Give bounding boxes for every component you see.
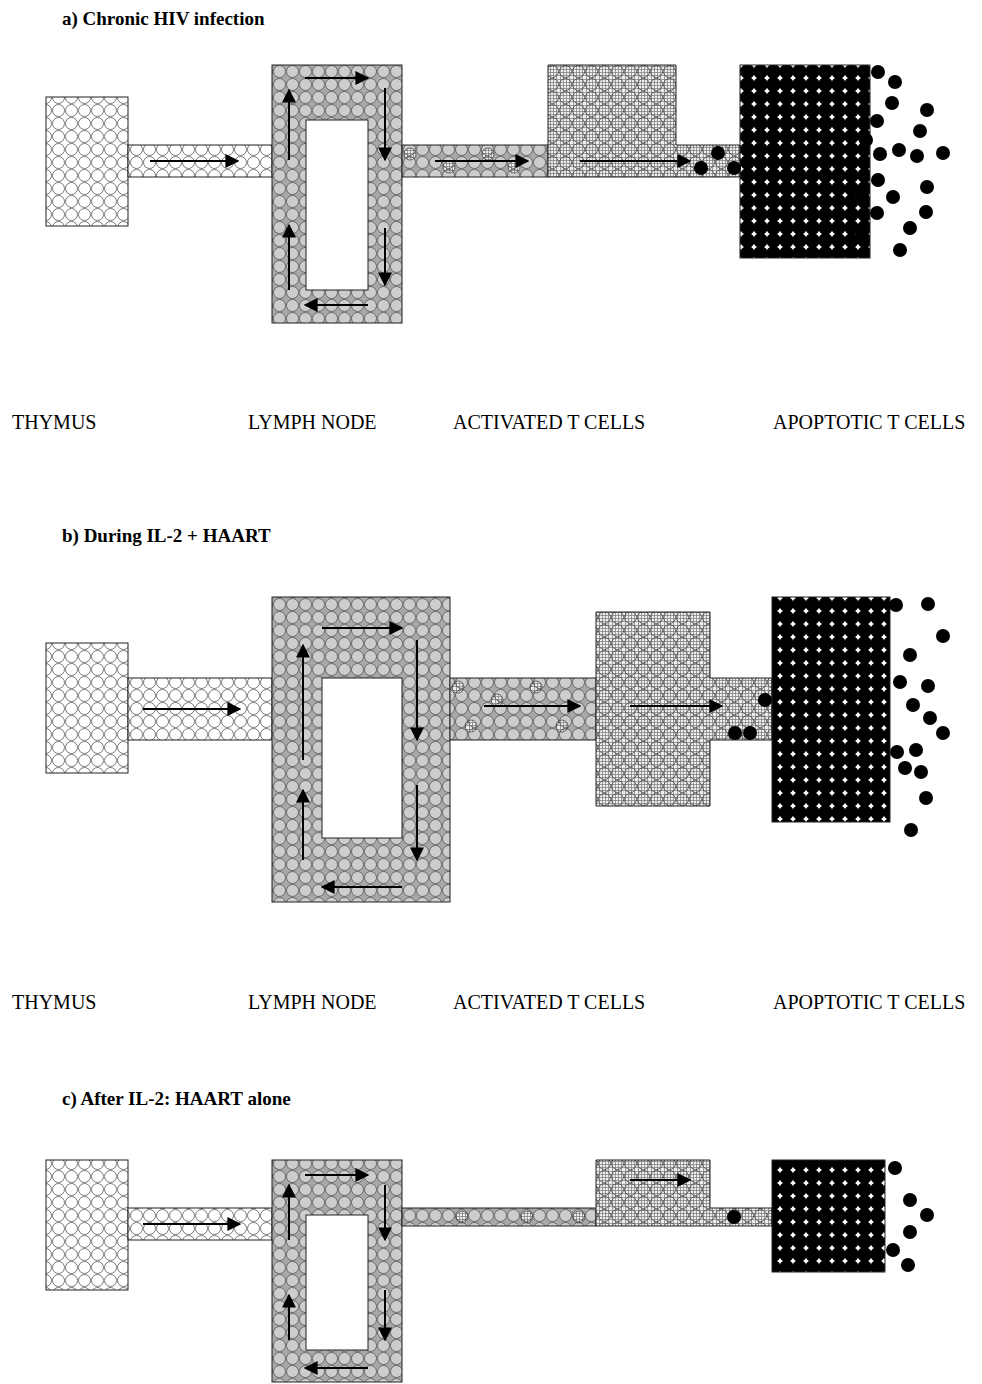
apoptotic-dots-a xyxy=(694,65,950,257)
flow-arrows-b xyxy=(143,628,722,887)
apoptotic-dots-b xyxy=(728,597,950,837)
panel-title: a) Chronic HIV infection xyxy=(62,8,265,31)
region-label: LYMPH NODE xyxy=(248,410,377,434)
panel-b-art xyxy=(46,597,890,902)
region-label: THYMUS xyxy=(12,990,96,1014)
panel-title: c) After IL-2: HAART alone xyxy=(62,1088,291,1111)
panel-a-art xyxy=(46,65,870,323)
panel-title: b) During IL-2 + HAART xyxy=(62,525,271,548)
flow-arrows-c xyxy=(143,1175,690,1368)
panel-c-art xyxy=(46,1160,885,1382)
region-label: APOPTOTIC T CELLS xyxy=(773,990,965,1014)
region-label: ACTIVATED T CELLS xyxy=(453,990,645,1014)
apoptotic-dots-c xyxy=(727,1161,934,1272)
flow-arrows-a xyxy=(150,78,690,305)
region-label: THYMUS xyxy=(12,410,96,434)
region-label: ACTIVATED T CELLS xyxy=(453,410,645,434)
region-label: LYMPH NODE xyxy=(248,990,377,1014)
region-label: APOPTOTIC T CELLS xyxy=(773,410,965,434)
